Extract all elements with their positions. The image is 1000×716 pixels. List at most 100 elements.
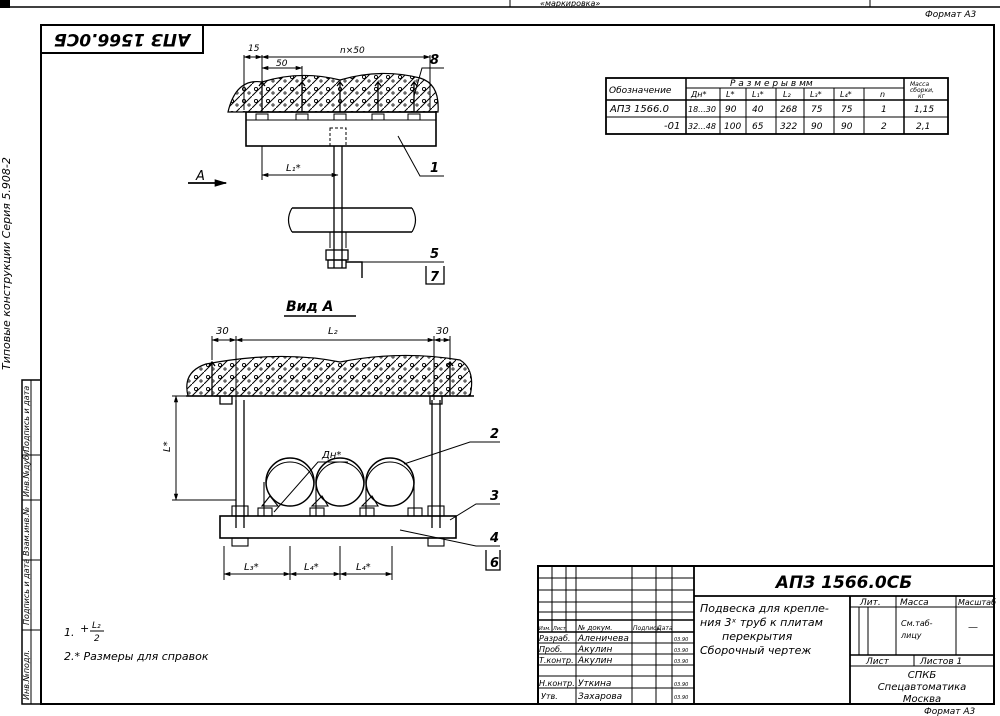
svg-text:Инв.№дубл.: Инв.№дубл. [22,447,31,497]
svg-text:1.: 1. [64,626,75,639]
svg-text:ния 3ˣ труб к плитам: ния 3ˣ труб к плитам [700,616,823,629]
svg-text:Инв.№подл.: Инв.№подл. [22,650,31,700]
title-block-text: АПЗ 1566.0СБ Подвеска для крепле- ния 3ˣ… [539,573,996,705]
svg-text:1,15: 1,15 [914,105,934,115]
svg-text:75: 75 [841,105,853,115]
svg-text:32...48: 32...48 [688,122,716,131]
svg-text:15: 15 [248,44,260,54]
sizes-table [605,77,949,135]
callout-6: 6 [490,556,499,571]
callout-5: 5 [430,247,439,262]
svg-text:Р а з м е р ы в мм: Р а з м е р ы в мм [730,79,813,89]
svg-text:Дн*: Дн* [321,450,341,461]
svg-text:Акулин: Акулин [577,656,613,666]
main-frame [40,24,995,705]
top-format: Формат А3 [925,10,977,20]
svg-text:L₂: L₂ [783,90,791,99]
front-view-labels: 15 50 n×50 L₁* A 8 1 5 7 [195,44,440,285]
svg-text:Сборочный чертеж: Сборочный чертеж [700,644,811,657]
svg-text:Подпись: Подпись [633,625,660,632]
svg-text:См.таб-: См.таб- [901,619,933,628]
svg-text:+: + [80,622,89,635]
svg-text:Дн*: Дн* [690,90,706,99]
svg-text:65: 65 [752,122,764,132]
svg-text:Н.контр.: Н.контр. [539,679,575,688]
svg-text:Обозначение: Обозначение [609,86,672,96]
svg-text:кг: кг [918,93,926,100]
svg-text:Листов 1: Листов 1 [919,657,962,667]
side-margin: Типовые конструкции Серия 5.908-2 Инв.№п… [0,157,42,705]
front-view [188,54,445,285]
title-block [537,565,995,705]
svg-text:100: 100 [724,122,741,132]
svg-text:перекрытия: перекрытия [722,630,793,643]
svg-text:L₁*: L₁* [286,163,301,174]
svg-text:Изм.: Изм. [539,626,551,632]
svg-text:Подпись и дата: Подпись и дата [22,559,31,625]
rotated-stamp: АПЗ 1566.0СБ [40,24,204,54]
svg-text:сборки,: сборки, [910,87,934,94]
view-a [172,336,501,580]
svg-text:L₃*: L₃* [244,562,259,573]
callout-3: 3 [490,489,499,504]
svg-text:268: 268 [780,105,797,115]
svg-text:2: 2 [94,634,100,644]
svg-text:A: A [195,169,205,184]
svg-text:L₃*: L₃* [810,90,822,99]
svg-text:Масса: Масса [900,598,929,608]
svg-text:n×50: n×50 [340,46,365,56]
doc-code: АПЗ 1566.0СБ [774,573,912,593]
svg-text:Захарова: Захарова [578,692,622,702]
notes: 1. + L₂ 2 2.* Размеры для справок [64,621,209,663]
svg-text:03.90: 03.90 [674,648,688,654]
svg-text:90: 90 [725,105,737,115]
svg-text:Акулин: Акулин [577,645,613,655]
callout-8: 8 [430,53,439,68]
svg-text:Подпись и дата: Подпись и дата [22,386,31,452]
svg-text:L*: L* [162,441,173,452]
svg-text:АПЗ 1566.0: АПЗ 1566.0 [609,104,669,115]
svg-text:Взам.инв.№: Взам.инв.№ [22,507,31,556]
callout-1: 1 [430,161,439,176]
svg-text:18...30: 18...30 [688,105,716,114]
svg-text:Лист: Лист [865,657,890,667]
svg-text:n: n [880,90,885,99]
top-strip: «маркировка» Формат А3 [0,0,1000,20]
svg-text:Уткина: Уткина [578,679,611,689]
callout-7: 7 [430,270,440,285]
svg-text:40: 40 [752,105,764,115]
callout-2: 2 [490,427,499,442]
svg-text:03.90: 03.90 [674,637,688,643]
svg-text:Утв.: Утв. [541,692,558,701]
svg-text:03.90: 03.90 [674,659,688,665]
svg-text:Проб.: Проб. [539,645,562,654]
svg-text:Масса: Масса [910,81,929,88]
view-a-title: Вид A [286,299,334,315]
series-label: Типовые конструкции Серия 5.908-2 [0,157,13,370]
callout-4: 4 [489,531,499,546]
svg-text:Масштаб: Масштаб [958,598,996,607]
svg-text:03.90: 03.90 [674,695,688,701]
svg-text:2.* Размеры для справок: 2.* Размеры для справок [64,650,209,663]
svg-text:Лит.: Лит. [859,598,881,608]
svg-text:Т.контр.: Т.контр. [539,656,574,665]
svg-text:Аленичева: Аленичева [577,634,629,644]
svg-text:L₄*: L₄* [304,562,319,573]
svg-text:03.90: 03.90 [674,682,688,688]
svg-text:L*: L* [726,90,734,99]
svg-text:Спецавтоматика: Спецавтоматика [878,682,967,693]
svg-text:50: 50 [276,59,288,69]
svg-text:L₂: L₂ [328,326,338,337]
svg-text:—: — [968,622,978,633]
svg-text:Лист: Лист [552,626,567,632]
bottom-format: Формат А3 [924,707,976,716]
top-handwriting: «маркировка» [540,0,600,8]
view-a-labels: 30 L₂ 30 L* Дн* L₃* L₄* L₄* 2 3 4 6 [162,326,499,573]
svg-text:АПЗ 1566.0СБ: АПЗ 1566.0СБ [54,29,192,49]
svg-text:лицу: лицу [900,631,922,640]
svg-text:75: 75 [811,105,823,115]
svg-text:№ докум.: № докум. [577,624,613,632]
svg-text:90: 90 [841,122,853,132]
